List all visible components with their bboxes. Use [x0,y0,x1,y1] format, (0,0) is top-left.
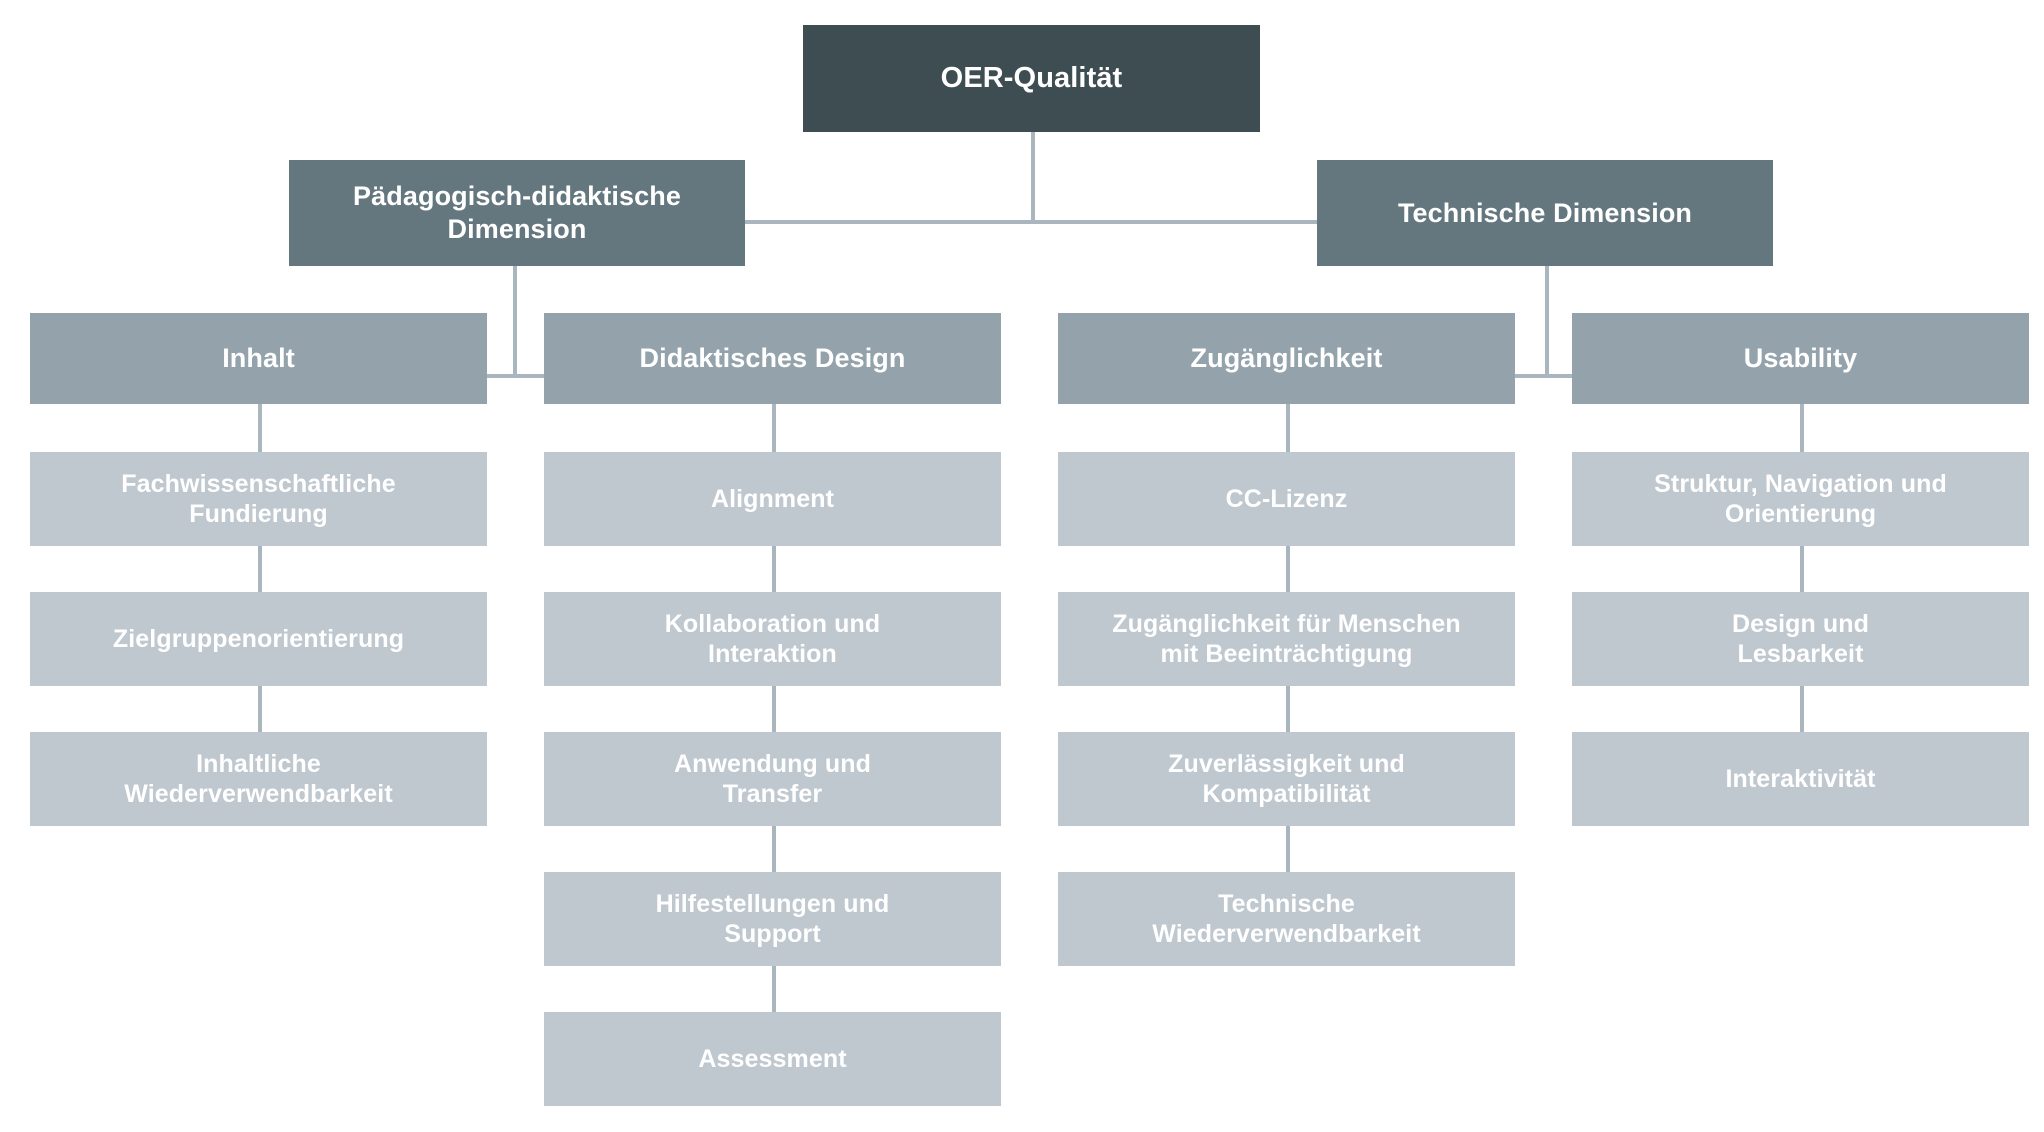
node-leaf-zielgruppenorientierung[interactable]: Zielgruppenorientierung [30,592,487,686]
node-label: CC-Lizenz [1225,484,1348,513]
node-category-usability[interactable]: Usability [1572,313,2029,404]
node-label: Inhaltliche Wiederverwendbarkeit [124,749,393,809]
connector-dimension-bus [740,220,1323,224]
node-root-oer-qualitaet[interactable]: OER-Qualität [803,25,1260,132]
connector-tech-stem [1545,266,1549,376]
node-leaf-struktur-navigation-und-orientierung[interactable]: Struktur, Navigation und Orientierung [1572,452,2029,546]
connector-tech-category-bus [1286,374,1800,378]
node-label: Assessment [698,1044,847,1073]
node-leaf-assessment[interactable]: Assessment [544,1012,1001,1106]
node-leaf-kollaboration-und-interaktion[interactable]: Kollaboration und Interaktion [544,592,1001,686]
node-category-inhalt[interactable]: Inhalt [30,313,487,404]
node-label: Pädagogisch-didaktische Dimension [353,181,681,244]
node-label: Technische Wiederverwendbarkeit [1152,889,1421,949]
node-leaf-fachwissenschaftliche-fundierung[interactable]: Fachwissenschaftliche Fundierung [30,452,487,546]
node-label: Didaktisches Design [639,343,906,374]
node-leaf-hilfestellungen-und-support[interactable]: Hilfestellungen und Support [544,872,1001,966]
node-label: Inhalt [222,343,295,374]
node-label: Zugänglichkeit für Menschen mit Beeinträ… [1112,609,1461,669]
node-leaf-zuverlaessigkeit-und-kompatibilitaet[interactable]: Zuverlässigkeit und Kompatibilität [1058,732,1515,826]
node-label: Zugänglichkeit [1190,343,1383,374]
node-label: Design und Lesbarkeit [1731,609,1870,669]
node-category-didaktisches-design[interactable]: Didaktisches Design [544,313,1001,404]
node-leaf-inhaltliche-wiederverwendbarkeit[interactable]: Inhaltliche Wiederverwendbarkeit [30,732,487,826]
node-label: Zuverlässigkeit und Kompatibilität [1168,749,1405,809]
node-label: OER-Qualität [940,61,1123,94]
node-leaf-anwendung-und-transfer[interactable]: Anwendung und Transfer [544,732,1001,826]
node-label: Usability [1743,343,1858,374]
node-leaf-zugaenglichkeit-fuer-menschen-mit-beeintraechtigung[interactable]: Zugänglichkeit für Menschen mit Beeinträ… [1058,592,1515,686]
connector-paed-category-bus [258,374,772,378]
node-label: Hilfestellungen und Support [655,889,890,949]
node-label: Interaktivität [1725,764,1876,793]
node-leaf-technische-wiederverwendbarkeit[interactable]: Technische Wiederverwendbarkeit [1058,872,1515,966]
node-label: Anwendung und Transfer [673,749,872,809]
node-leaf-design-und-lesbarkeit[interactable]: Design und Lesbarkeit [1572,592,2029,686]
connector-paed-stem [513,266,517,376]
node-category-zugaenglichkeit[interactable]: Zugänglichkeit [1058,313,1515,404]
node-leaf-interaktivitaet[interactable]: Interaktivität [1572,732,2029,826]
node-label: Zielgruppenorientierung [112,624,405,653]
node-dimension-technische[interactable]: Technische Dimension [1317,160,1773,266]
node-label: Alignment [710,484,835,513]
node-leaf-cc-lizenz[interactable]: CC-Lizenz [1058,452,1515,546]
node-label: Kollaboration und Interaktion [664,609,881,669]
node-dimension-paedagogisch-didaktische[interactable]: Pädagogisch-didaktische Dimension [289,160,745,266]
connector-root-stem [1031,132,1035,222]
node-label: Fachwissenschaftliche Fundierung [121,469,396,529]
node-label: Struktur, Navigation und Orientierung [1654,469,1947,529]
node-label: Technische Dimension [1397,197,1693,228]
node-leaf-alignment[interactable]: Alignment [544,452,1001,546]
